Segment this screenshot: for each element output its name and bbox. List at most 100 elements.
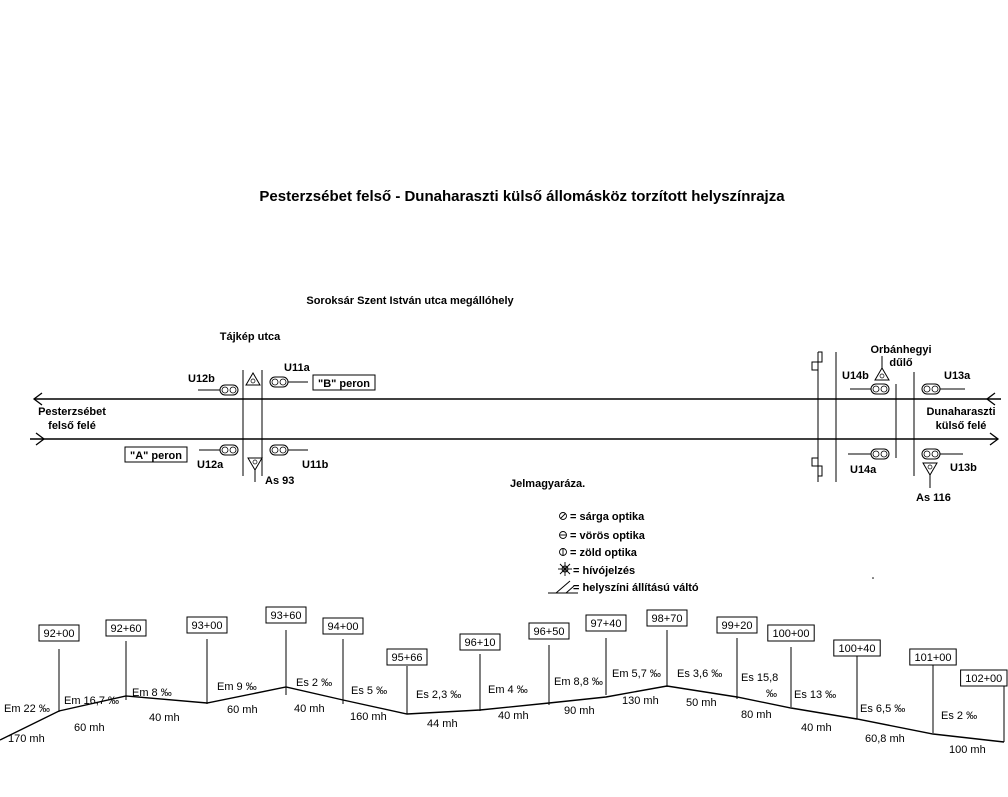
gradient-label: Em 5,7 ‰ [612, 668, 661, 680]
km-label: 94+00 [328, 621, 359, 633]
km-label-box [833, 639, 881, 657]
gradient-label: Em 22 ‰ [4, 703, 50, 715]
section-length-label: 130 mh [622, 695, 659, 707]
section-length-label: 50 mh [686, 697, 717, 709]
section-length-label: 60,8 mh [865, 733, 905, 745]
signal-u11a-label: U11a [284, 362, 311, 374]
km-label: 100+40 [838, 643, 875, 655]
signal-u13b [921, 448, 963, 460]
calling-on-signal-icon [874, 356, 890, 381]
km-label: 96+50 [534, 626, 565, 638]
arrow-left-icon [32, 392, 43, 406]
platform-a-box [124, 446, 188, 463]
signal-u11a [269, 376, 308, 388]
signal-u11b-label: U11b [302, 459, 329, 471]
gradient-label: Em 16,7 ‰ [64, 695, 119, 707]
gradient-label: ‰ [766, 688, 777, 700]
hand-switch-icon [548, 580, 578, 594]
section-length-label: 40 mh [801, 722, 832, 734]
km-label-box [386, 648, 428, 666]
km-label-box [459, 633, 501, 651]
stray-dot [872, 577, 874, 579]
km-label: 96+10 [465, 637, 496, 649]
signal-u12a [199, 444, 239, 456]
signal-u13a-label: U13a [944, 370, 971, 382]
arrow-left-icon [985, 392, 996, 406]
gradient-label: Es 6,5 ‰ [860, 703, 905, 715]
signal-u12b-label: U12b [188, 373, 215, 385]
section-length-label: 60 mh [74, 722, 105, 734]
section-length-label: 160 mh [350, 711, 387, 723]
legend-item-label: = vörös optika [570, 530, 646, 542]
km-label-box [105, 619, 147, 637]
calling-on-signal-icon [245, 372, 261, 386]
km-label: 93+00 [192, 620, 223, 632]
section-length-label: 100 mh [949, 744, 986, 756]
section-length-label: 170 mh [8, 733, 45, 745]
gradient-label: Es 13 ‰ [794, 689, 836, 701]
red-optic-icon [559, 531, 567, 539]
arrow-right-icon [989, 432, 1000, 446]
section-length-label: 40 mh [294, 703, 325, 715]
legend-item-label: = hívójelzés [573, 565, 635, 577]
km-label-box [909, 648, 957, 666]
section-length-label: 40 mh [498, 710, 529, 722]
km-label-box [265, 606, 307, 624]
tajkep-stop-label: Tájkép utca [220, 331, 281, 343]
km-label: 98+70 [652, 613, 683, 625]
signal-u12a-label: U12a [197, 459, 224, 471]
direction-right-line1: Dunaharaszti [926, 406, 995, 418]
signal-u13b-label: U13b [950, 462, 977, 474]
km-label: 101+00 [914, 652, 951, 664]
soroksar-stop-label: Soroksár Szent István utca megállóhely [306, 295, 514, 307]
main-tracks [30, 392, 1001, 446]
signal-u11b [269, 444, 308, 456]
signal-u13a [921, 383, 965, 395]
gradient-label: Em 9 ‰ [217, 681, 257, 693]
calling-on-signal-icon [247, 457, 263, 482]
km-label-box [186, 616, 228, 634]
signal-as93-label: As 93 [265, 475, 294, 487]
km-label-box [767, 624, 815, 642]
km-label-box [528, 622, 570, 640]
gradient-label: Es 5 ‰ [351, 685, 387, 697]
gradient-label: Es 2 ‰ [941, 710, 977, 722]
km-label: 97+40 [591, 618, 622, 630]
km-label-box [322, 617, 364, 635]
green-optic-icon [559, 548, 567, 556]
legend-title: Jelmagyaráza. [510, 478, 585, 490]
section-length-label: 44 mh [427, 718, 458, 730]
gradient-label: Em 4 ‰ [488, 684, 528, 696]
section-length-label: 40 mh [149, 712, 180, 724]
km-label-box [716, 616, 758, 634]
direction-left-line1: Pesterzsébet [38, 406, 106, 418]
yellow-optic-icon [559, 512, 567, 520]
orbanhegyi-label-line1: Orbánhegyi [870, 344, 931, 356]
km-label-box [646, 609, 688, 627]
km-label: 93+60 [271, 610, 302, 622]
hand-switch-icon [811, 351, 837, 482]
signal-as116-label: As 116 [916, 492, 951, 504]
km-label-box [585, 614, 627, 632]
platform-a-label: "A" peron [130, 450, 182, 462]
direction-left-line2: felső felé [48, 420, 96, 432]
km-label-box [960, 669, 1008, 687]
section-length-label: 80 mh [741, 709, 772, 721]
km-label: 95+66 [392, 652, 423, 664]
calling-on-signal-icon [922, 462, 938, 488]
gradient-label: Em 8,8 ‰ [554, 676, 603, 688]
gradient-label: Es 3,6 ‰ [677, 668, 722, 680]
km-label: 92+60 [111, 623, 142, 635]
km-label: 99+20 [722, 620, 753, 632]
profile-line [0, 685, 1005, 743]
direction-right-line2: külső felé [936, 420, 987, 432]
km-label: 102+00 [965, 673, 1002, 685]
diagram-title: Pesterzsébet felső - Dunaharaszti külső … [259, 188, 785, 205]
legend: Jelmagyaráza. = sárga optika = vörös opt… [510, 478, 699, 594]
km-label: 100+00 [772, 628, 809, 640]
gradient-label: Es 2,3 ‰ [416, 689, 461, 701]
section-length-label: 60 mh [227, 704, 258, 716]
gradient-label: Es 15,8 [741, 672, 778, 684]
